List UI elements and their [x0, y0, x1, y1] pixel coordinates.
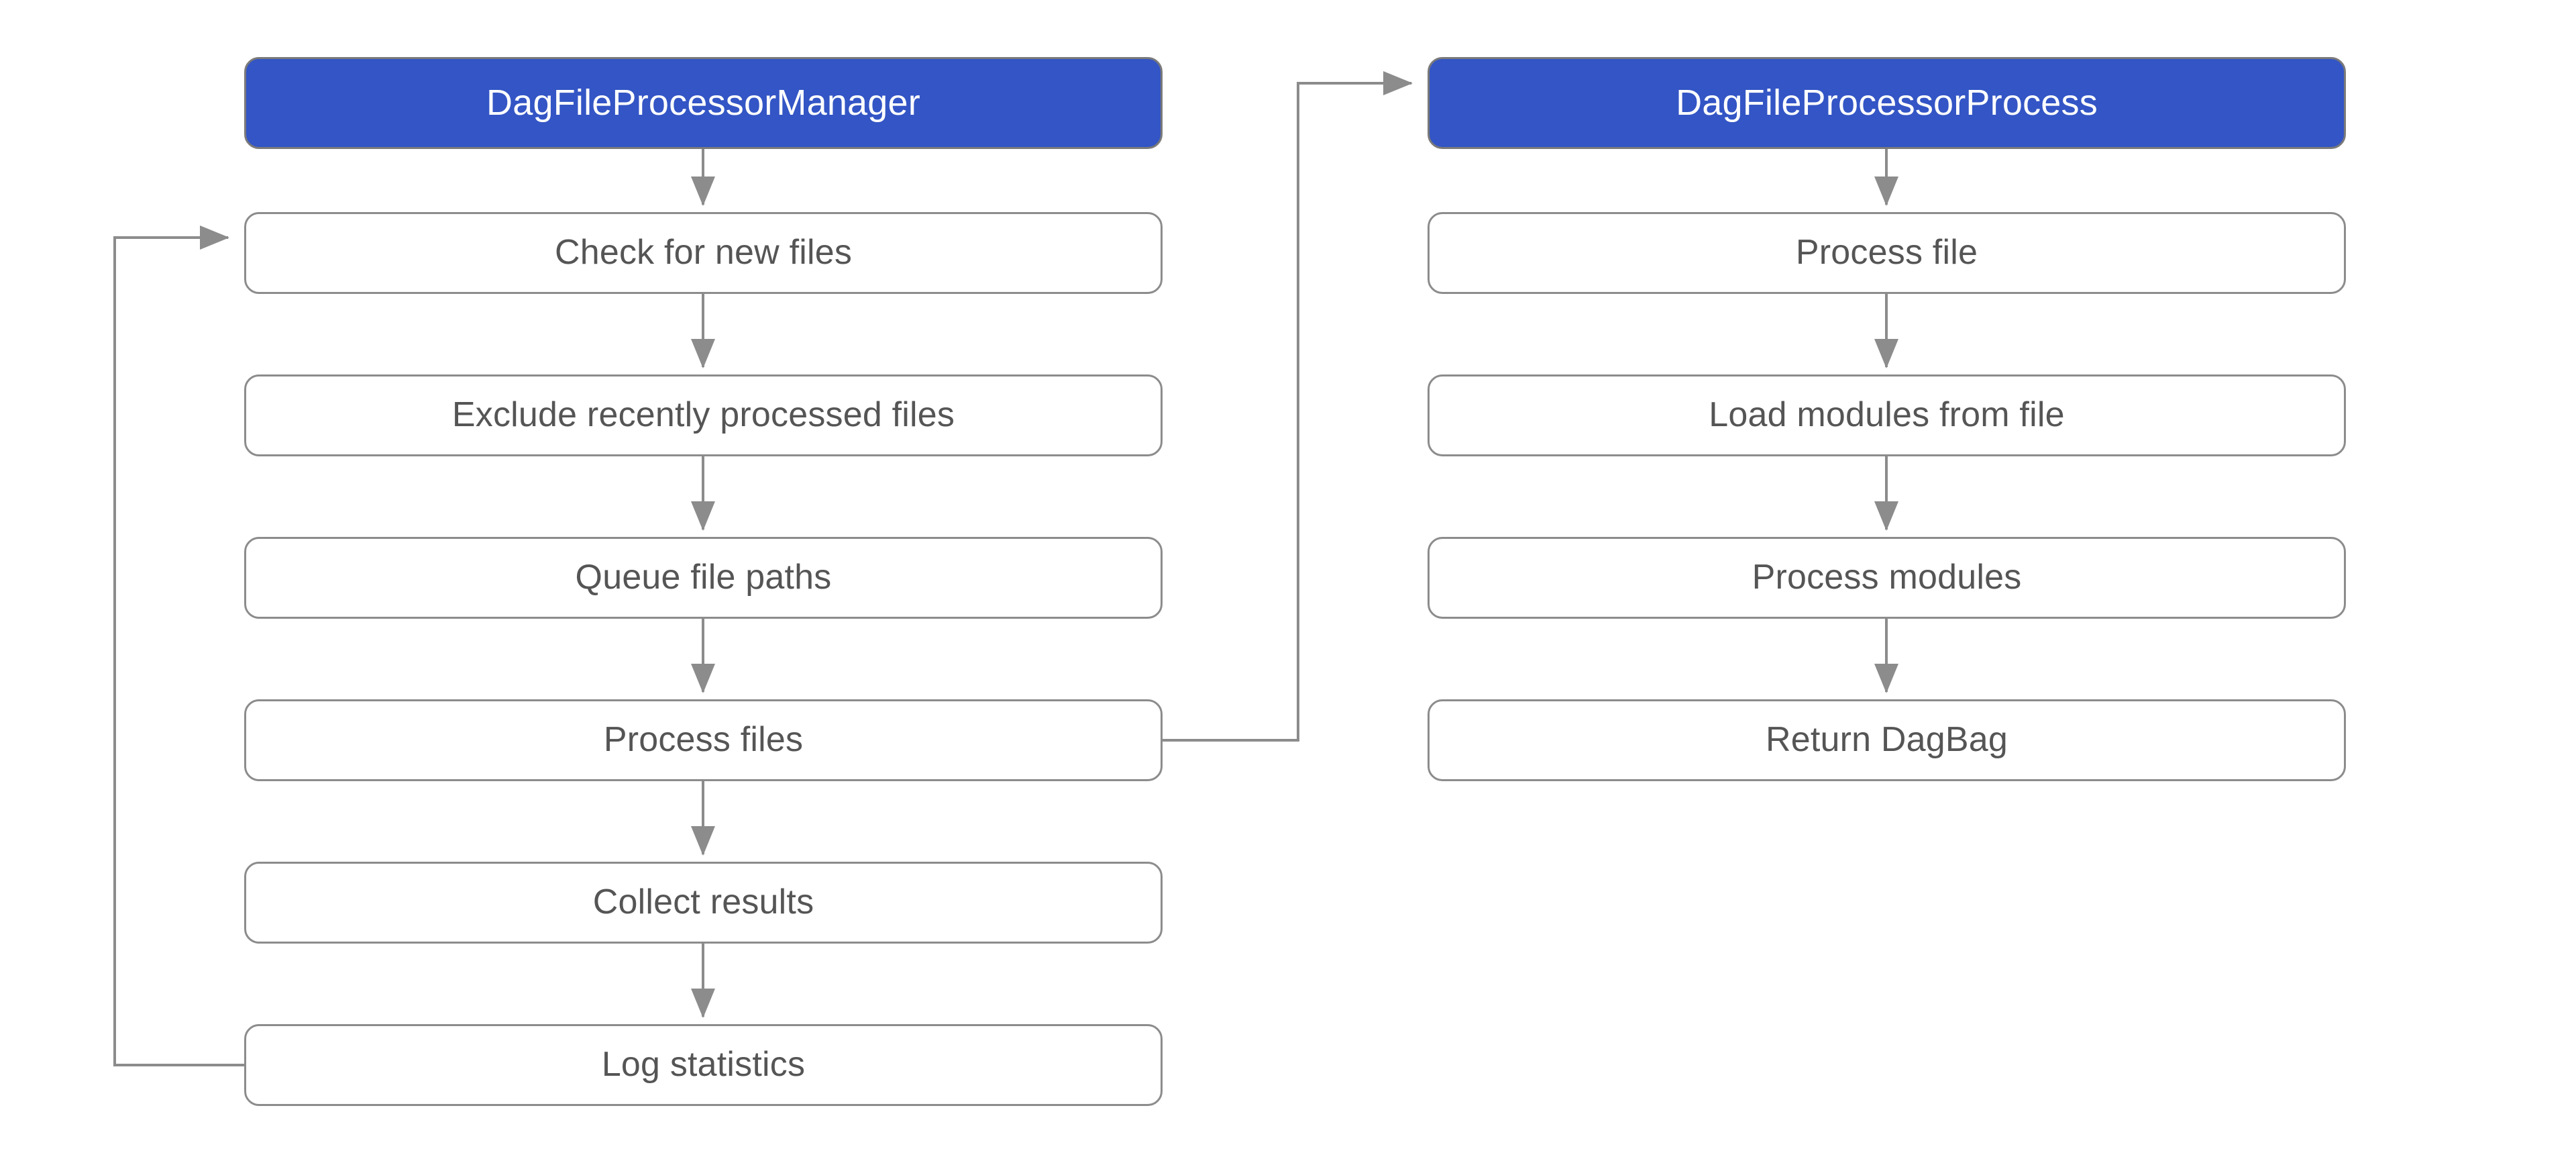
node-label: Return DagBag — [1765, 720, 2008, 760]
node-collect-results[interactable]: Collect results — [244, 862, 1163, 944]
node-dagfileprocessorprocess[interactable]: DagFileProcessorProcess — [1428, 57, 2346, 149]
node-label: Load modules from file — [1709, 395, 2065, 435]
node-label: Exclude recently processed files — [451, 395, 955, 435]
node-label: Process files — [603, 720, 804, 760]
node-return-dagbag[interactable]: Return DagBag — [1428, 699, 2346, 781]
node-label: Queue file paths — [575, 558, 832, 597]
edge-process-files-to-processor-process — [1163, 71, 1413, 742]
node-dagfileprocessormanager[interactable]: DagFileProcessorManager — [244, 57, 1163, 149]
node-process-modules[interactable]: Process modules — [1428, 537, 2346, 619]
node-label: Log statistics — [601, 1045, 806, 1085]
edge-log-to-check-loop — [113, 225, 244, 1066]
node-queue-file-paths[interactable]: Queue file paths — [244, 537, 1163, 619]
node-label: Process file — [1795, 233, 1978, 272]
node-label: Process modules — [1752, 558, 2022, 597]
node-label: DagFileProcessorManager — [486, 82, 920, 123]
node-process-files[interactable]: Process files — [244, 699, 1163, 781]
node-load-modules-from-file[interactable]: Load modules from file — [1428, 374, 2346, 456]
node-log-statistics[interactable]: Log statistics — [244, 1024, 1163, 1106]
node-label: Collect results — [592, 883, 814, 922]
node-label: DagFileProcessorProcess — [1676, 82, 2098, 123]
node-check-for-new-files[interactable]: Check for new files — [244, 212, 1163, 294]
node-process-file[interactable]: Process file — [1428, 212, 2346, 294]
node-exclude-recently-processed-files[interactable]: Exclude recently processed files — [244, 374, 1163, 456]
node-label: Check for new files — [554, 233, 853, 272]
